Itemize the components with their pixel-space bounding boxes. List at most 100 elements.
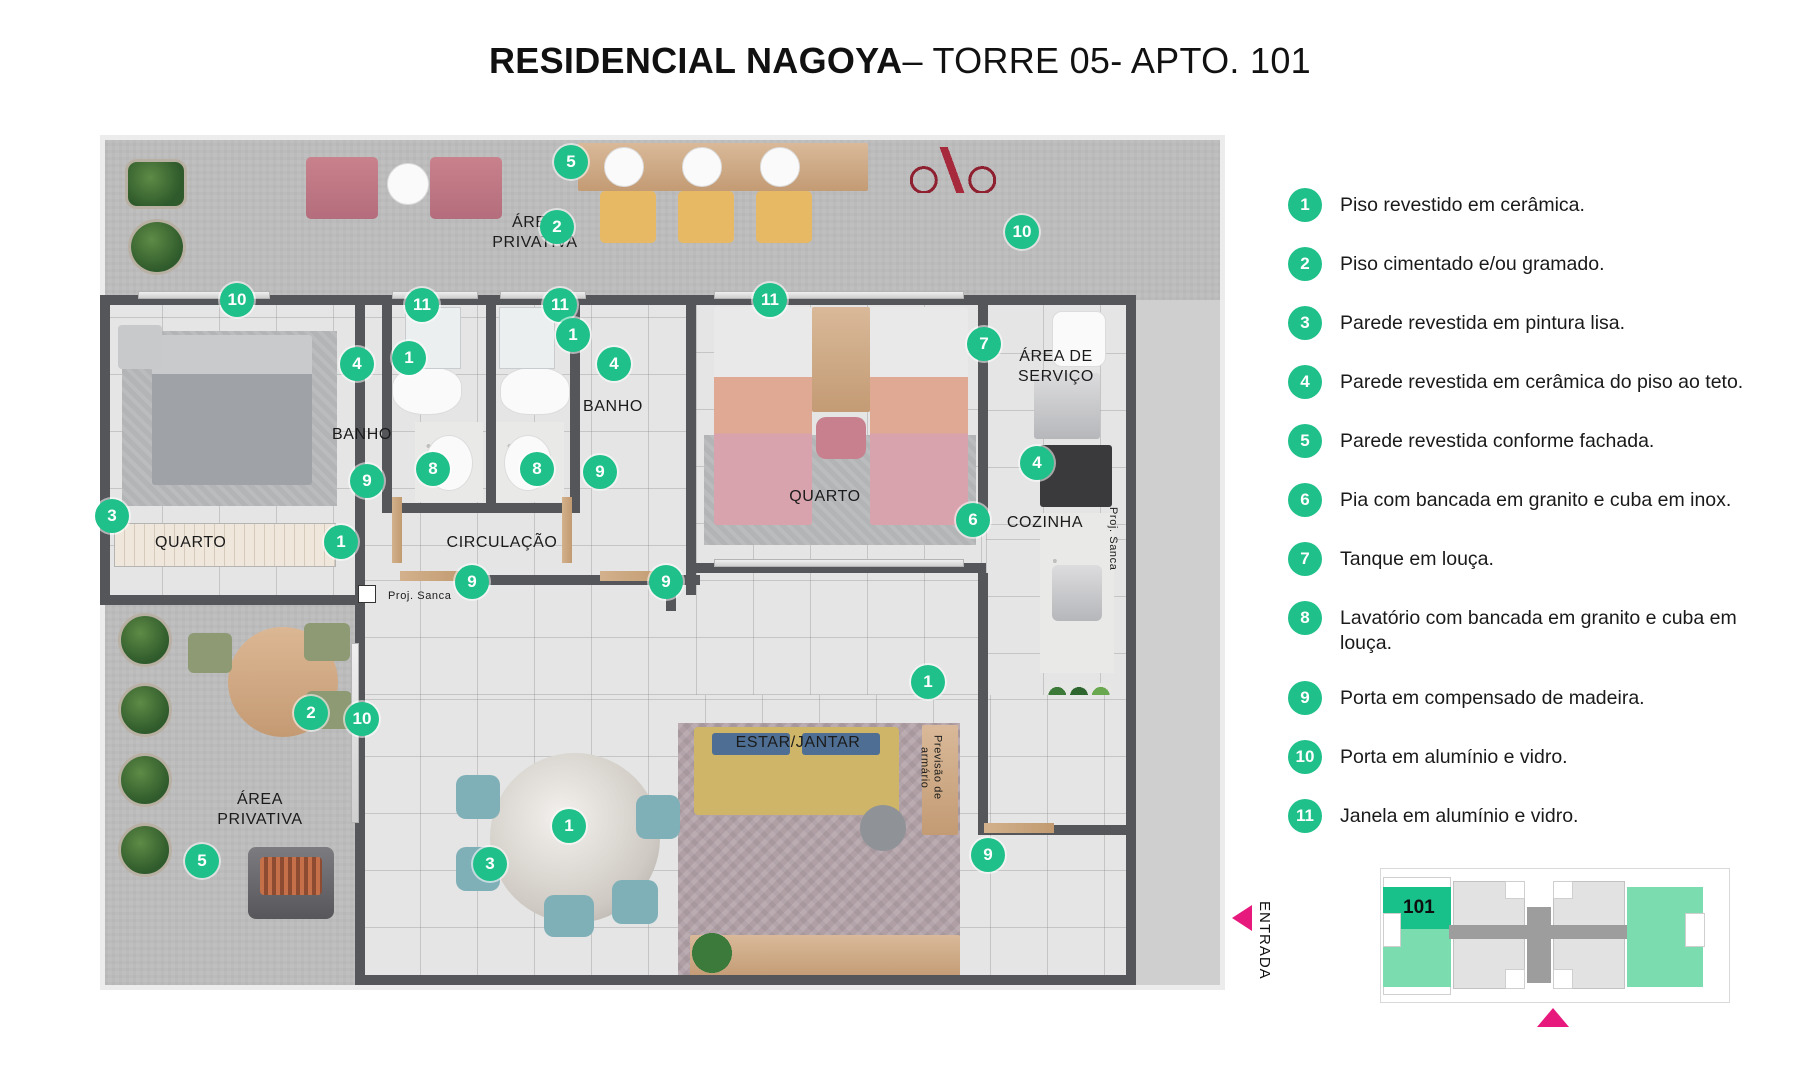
plan-marker[interactable]: 9 xyxy=(455,565,489,599)
plan-marker[interactable]: 6 xyxy=(956,503,990,537)
legend: 1 Piso revestido em cerâmica. 2 Piso cim… xyxy=(1288,188,1758,858)
plan-marker[interactable]: 9 xyxy=(649,565,683,599)
plan-marker[interactable]: 1 xyxy=(552,809,586,843)
dining-chair-4 xyxy=(612,880,658,924)
keyplan-notch-left xyxy=(1383,913,1401,947)
plan-marker[interactable]: 3 xyxy=(95,499,129,533)
lounger-2 xyxy=(430,157,502,219)
door-quarto-right xyxy=(600,571,666,581)
wall-bottom-left-bedroom xyxy=(100,595,363,605)
legend-item: 3 Parede revestida em pintura lisa. xyxy=(1288,306,1758,340)
legend-badge: 8 xyxy=(1288,601,1322,635)
legend-item: 2 Piso cimentado e/ou gramado. xyxy=(1288,247,1758,281)
page-title-bold: RESIDENCIAL NAGOYA xyxy=(489,40,903,81)
wall-service-kitchen-divider xyxy=(978,295,988,517)
legend-label: Tanque em louça. xyxy=(1340,548,1494,570)
electrical-box-icon xyxy=(358,585,376,603)
plan-marker[interactable]: 9 xyxy=(350,464,384,498)
plan-marker[interactable]: 1 xyxy=(324,525,358,559)
toilet-right xyxy=(500,367,570,415)
planter-2 xyxy=(128,219,186,275)
legend-item: 8 Lavatório com bancada em granito e cub… xyxy=(1288,601,1758,656)
keyplan-notch-2 xyxy=(1505,881,1525,899)
plan-marker[interactable]: 1 xyxy=(392,341,426,375)
plan-marker[interactable]: 11 xyxy=(753,283,787,317)
plan-marker[interactable]: 4 xyxy=(1020,446,1054,480)
dining-chair-1 xyxy=(456,775,500,819)
keyplan-notch-right xyxy=(1685,913,1705,947)
plan-marker[interactable]: 3 xyxy=(473,847,507,881)
legend-item: 4 Parede revestida em cerâmica do piso a… xyxy=(1288,365,1758,399)
plan-marker[interactable]: 9 xyxy=(971,838,1005,872)
plan-marker[interactable]: 8 xyxy=(520,452,554,486)
window-left-bedroom xyxy=(138,291,270,299)
dining-chair-5 xyxy=(636,795,680,839)
plan-marker[interactable]: 5 xyxy=(554,145,588,179)
plan-marker[interactable]: 5 xyxy=(185,844,219,878)
shower-right xyxy=(499,307,555,369)
legend-badge: 6 xyxy=(1288,483,1322,517)
tv-console-plant xyxy=(690,931,734,975)
planter-3 xyxy=(118,613,172,667)
plan-marker[interactable]: 7 xyxy=(967,327,1001,361)
plan-marker[interactable]: 1 xyxy=(911,665,945,699)
plan-marker[interactable]: 1 xyxy=(556,318,590,352)
wall-top-mid xyxy=(363,295,696,305)
legend-label: Piso cimentado e/ou gramado. xyxy=(1340,253,1605,275)
legend-item: 7 Tanque em louça. xyxy=(1288,542,1758,576)
planter-4 xyxy=(118,683,172,737)
keyplan-corridor-left xyxy=(1449,925,1537,939)
bicycle-icon xyxy=(910,147,996,193)
wall-top-service xyxy=(986,295,1136,305)
wall-right-exterior xyxy=(1126,295,1136,985)
plan-marker[interactable]: 11 xyxy=(405,288,439,322)
stool-3 xyxy=(756,191,812,243)
plan-marker[interactable]: 4 xyxy=(597,347,631,381)
washing-machine xyxy=(1034,373,1100,439)
wall-kitchen-bottom xyxy=(978,825,1136,835)
legend-label: Pia com bancada em granito e cuba em ino… xyxy=(1340,489,1732,511)
lounger-1 xyxy=(306,157,378,219)
planter-1 xyxy=(125,159,187,209)
wall-bottom-living xyxy=(363,975,1136,985)
page-title: RESIDENCIAL NAGOYA– TORRE 05- APTO. 101 xyxy=(0,40,1800,82)
plan-marker[interactable]: 4 xyxy=(340,347,374,381)
room-circulacao-lower xyxy=(363,575,696,695)
toilet-left xyxy=(392,367,462,415)
page-title-rest: – TORRE 05- APTO. 101 xyxy=(902,40,1311,81)
plan-marker[interactable]: 10 xyxy=(345,702,379,736)
plan-marker[interactable]: 8 xyxy=(416,452,450,486)
wardrobe-left xyxy=(114,523,336,567)
legend-label: Parede revestida em cerâmica do piso ao … xyxy=(1340,371,1744,393)
wall-corridor-right xyxy=(686,295,696,595)
plan-marker[interactable]: 10 xyxy=(1005,215,1039,249)
plan-marker[interactable]: 9 xyxy=(583,455,617,489)
wall-bath-bottom xyxy=(382,503,580,513)
legend-item: 1 Piso revestido em cerâmica. xyxy=(1288,188,1758,222)
stool-1 xyxy=(600,191,656,243)
plan-marker[interactable]: 10 xyxy=(220,283,254,317)
plan-marker[interactable]: 2 xyxy=(294,696,328,730)
plate-1 xyxy=(604,147,644,187)
keyplan-entry-arrow-icon xyxy=(1537,1008,1569,1027)
legend-item: 5 Parede revestida conforme fachada. xyxy=(1288,424,1758,458)
entrada-label: ENTRADA xyxy=(1256,901,1273,980)
legend-label: Parede revestida conforme fachada. xyxy=(1340,430,1655,452)
entrada-arrow-icon xyxy=(1232,905,1252,931)
legend-badge: 5 xyxy=(1288,424,1322,458)
wall-top-right-bedroom xyxy=(696,295,986,305)
side-console xyxy=(922,725,958,835)
bed-right-1 xyxy=(714,307,812,525)
legend-badge: 7 xyxy=(1288,542,1322,576)
keyplan-notch-3b xyxy=(1553,969,1573,989)
plan-marker[interactable]: 2 xyxy=(540,210,574,244)
side-table-round xyxy=(387,163,429,205)
keyplan-core xyxy=(1527,907,1551,983)
tv-console xyxy=(690,935,960,979)
nightstand-left xyxy=(118,325,162,369)
desk-right-bedroom xyxy=(812,307,870,412)
planter-5 xyxy=(118,753,172,807)
legend-label: Porta em alumínio e vidro. xyxy=(1340,745,1568,768)
plan-marker[interactable]: 11 xyxy=(543,288,577,322)
wall-bath-left-partition xyxy=(382,305,392,510)
